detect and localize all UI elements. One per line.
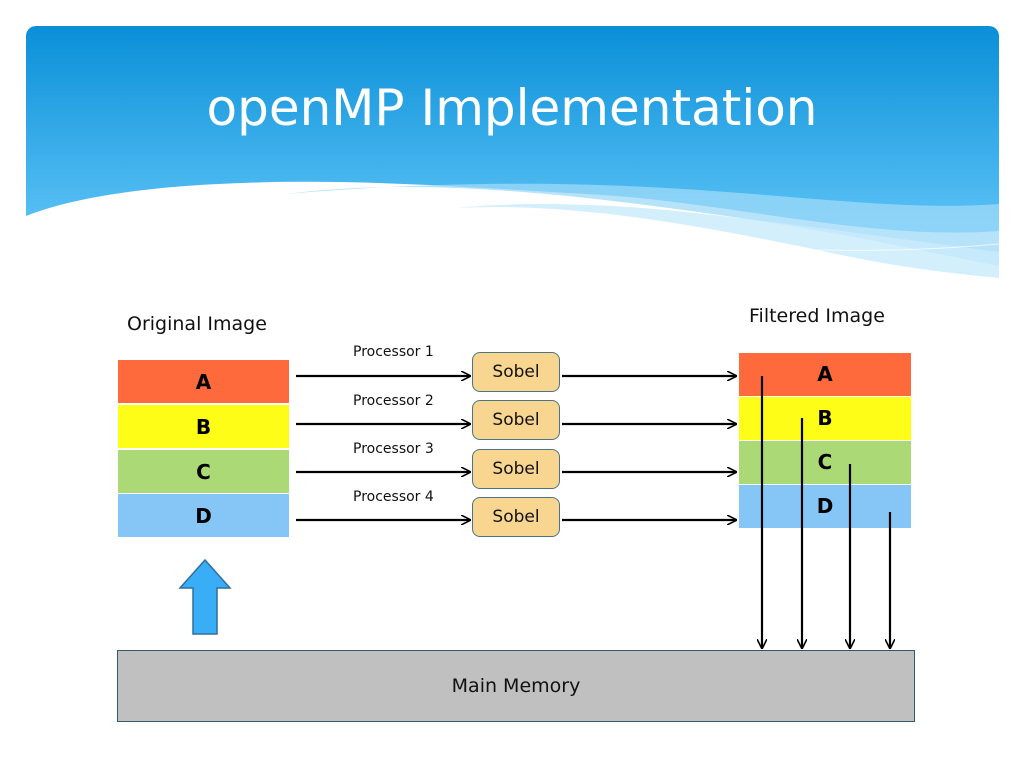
processor-1-label: Processor 1	[353, 344, 434, 360]
filtered-block-a: A	[739, 353, 911, 396]
original-image-label: Original Image	[127, 313, 267, 335]
title-banner	[26, 26, 999, 286]
processor-3-label: Processor 3	[353, 441, 434, 457]
filtered-block-b: B	[739, 397, 911, 440]
sobel-filter-4: Sobel	[472, 497, 560, 537]
filtered-block-d: D	[739, 485, 911, 528]
sobel-filter-3: Sobel	[472, 449, 560, 489]
sobel-filter-2: Sobel	[472, 400, 560, 440]
filtered-block-c: C	[739, 441, 911, 484]
original-block-d: D	[118, 494, 289, 537]
original-block-c: C	[118, 450, 289, 493]
sobel-filter-1: Sobel	[472, 352, 560, 392]
upload-arrow-icon	[178, 558, 232, 635]
processor-4-label: Processor 4	[353, 489, 434, 505]
filtered-image-label: Filtered Image	[749, 305, 885, 327]
processor-2-label: Processor 2	[353, 393, 434, 409]
original-block-a: A	[118, 360, 289, 403]
main-memory: Main Memory	[117, 650, 915, 722]
banner-background	[26, 26, 999, 278]
slide-title: openMP Implementation	[206, 79, 818, 137]
original-block-b: B	[118, 405, 289, 448]
